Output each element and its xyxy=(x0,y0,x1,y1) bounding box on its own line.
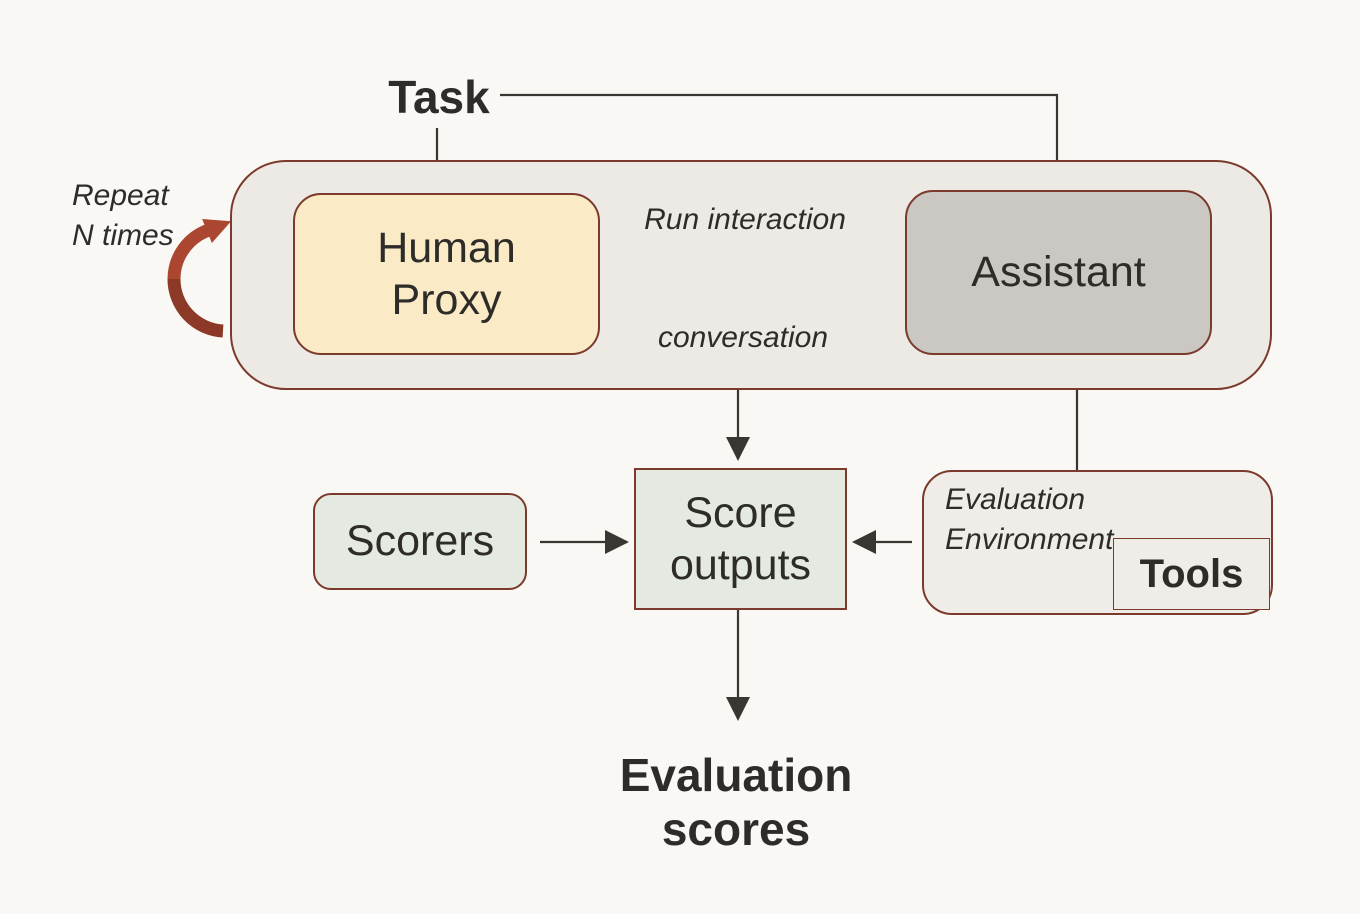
task-label: Task xyxy=(388,71,490,123)
repeat-loop-arrow-icon xyxy=(167,218,232,338)
repeat-n-times-label: Repeat N times xyxy=(72,179,174,252)
tools-box: Tools xyxy=(1113,538,1270,610)
score-outputs-label: Score outputs xyxy=(669,488,812,589)
run-interaction-label: Run interaction xyxy=(644,203,846,236)
scorers-box: Scorers xyxy=(313,493,527,590)
conversation-label: conversation xyxy=(657,321,829,354)
evaluation-environment-label: Evaluation Environment xyxy=(945,483,1114,556)
tools-label: Tools xyxy=(1139,551,1244,596)
assistant-box: Assistant xyxy=(905,190,1212,355)
assistant-label: Assistant xyxy=(971,248,1146,297)
evaluation-scores-label: Evaluation scores xyxy=(619,749,853,856)
human-proxy-box: Human Proxy xyxy=(293,193,600,355)
human-proxy-label: Human Proxy xyxy=(377,223,516,324)
scorers-label: Scorers xyxy=(345,517,495,566)
score-outputs-box: Score outputs xyxy=(634,468,847,610)
